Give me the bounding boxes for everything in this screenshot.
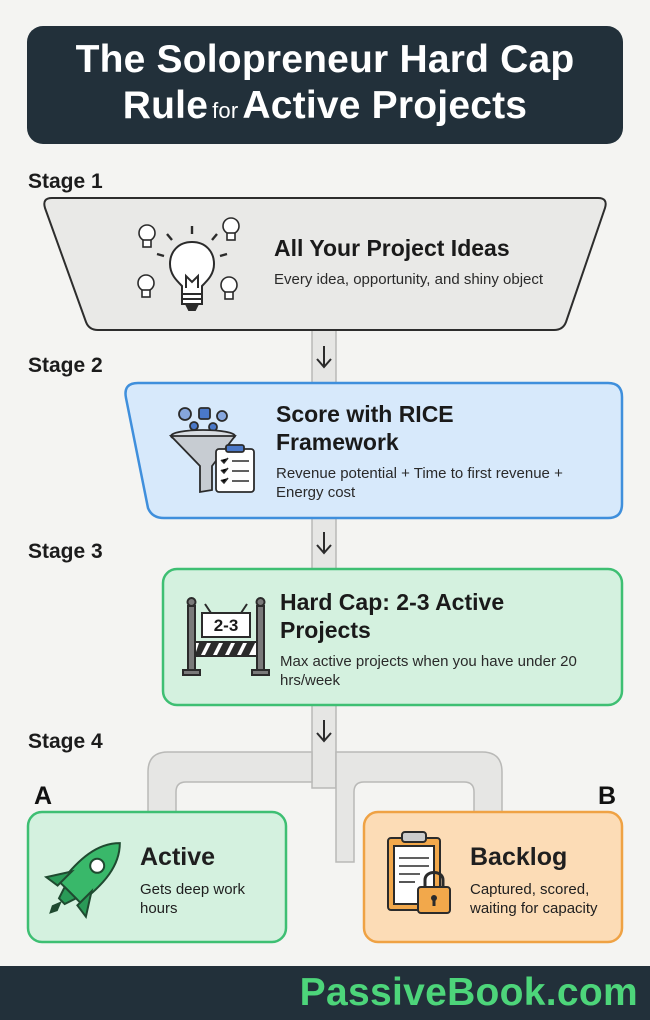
connector-3-4 — [311, 703, 337, 789]
stage-2-label: Stage 2 — [28, 354, 103, 377]
lightbulb-icon — [137, 217, 240, 311]
stage-4-label: Stage 4 — [28, 730, 103, 753]
active-title: Active — [140, 843, 216, 871]
stage-3-label: Stage 3 — [28, 540, 103, 563]
stage-3-card — [161, 567, 624, 707]
barrier-sign-icon — [182, 597, 270, 676]
funnel-icon — [168, 407, 255, 494]
stage-2-description: Revenue potential + Time to first revenu… — [276, 465, 563, 501]
stage-2-text: Score with RICE Framework Revenue potent… — [276, 400, 576, 502]
stage-3-description: Max active projects when you have under … — [280, 653, 577, 689]
active-card-text: Active Gets deep work hours — [140, 842, 280, 918]
backlog-card-text: Backlog Captured, scored, waiting for ca… — [470, 842, 620, 918]
branch-connector — [147, 751, 313, 813]
backlog-description: Captured, scored, waiting for capacity — [470, 881, 598, 917]
rocket-icon — [43, 842, 121, 920]
down-arrow-icon — [316, 346, 332, 743]
title-line-2-end: Active Projects — [242, 83, 528, 127]
stage-3-text: Hard Cap: 2-3 Active Projects Max active… — [280, 588, 590, 690]
stage-2-title: Score with RICE Framework — [276, 401, 454, 455]
stage-1-title: All Your Project Ideas — [274, 235, 510, 261]
active-card — [26, 810, 288, 944]
sign-text: 2-3 — [214, 616, 239, 635]
title-line-2-start: Rule — [122, 83, 209, 127]
branch-b-letter: B — [598, 782, 617, 810]
clipboard-lock-icon — [387, 831, 451, 914]
backlog-title: Backlog — [470, 843, 568, 871]
stage-1-text: All Your Project Ideas Every idea, oppor… — [274, 234, 544, 289]
stage-1-description: Every idea, opportunity, and shiny objec… — [274, 271, 544, 288]
connector-group — [147, 329, 503, 863]
branch-a-letter: A — [34, 782, 53, 810]
stage-3-title: Hard Cap: 2-3 Active Projects — [280, 589, 505, 643]
footer-bar — [0, 966, 650, 1020]
stage-1-label: Stage 1 — [28, 170, 103, 193]
branch-connector-right — [335, 751, 503, 863]
brand-link[interactable]: PassiveBook.com — [299, 971, 638, 1014]
title-line-1: The Solopreneur Hard Cap — [75, 37, 575, 81]
title-line-2-small: for — [212, 97, 239, 123]
active-description: Gets deep work hours — [140, 881, 246, 917]
